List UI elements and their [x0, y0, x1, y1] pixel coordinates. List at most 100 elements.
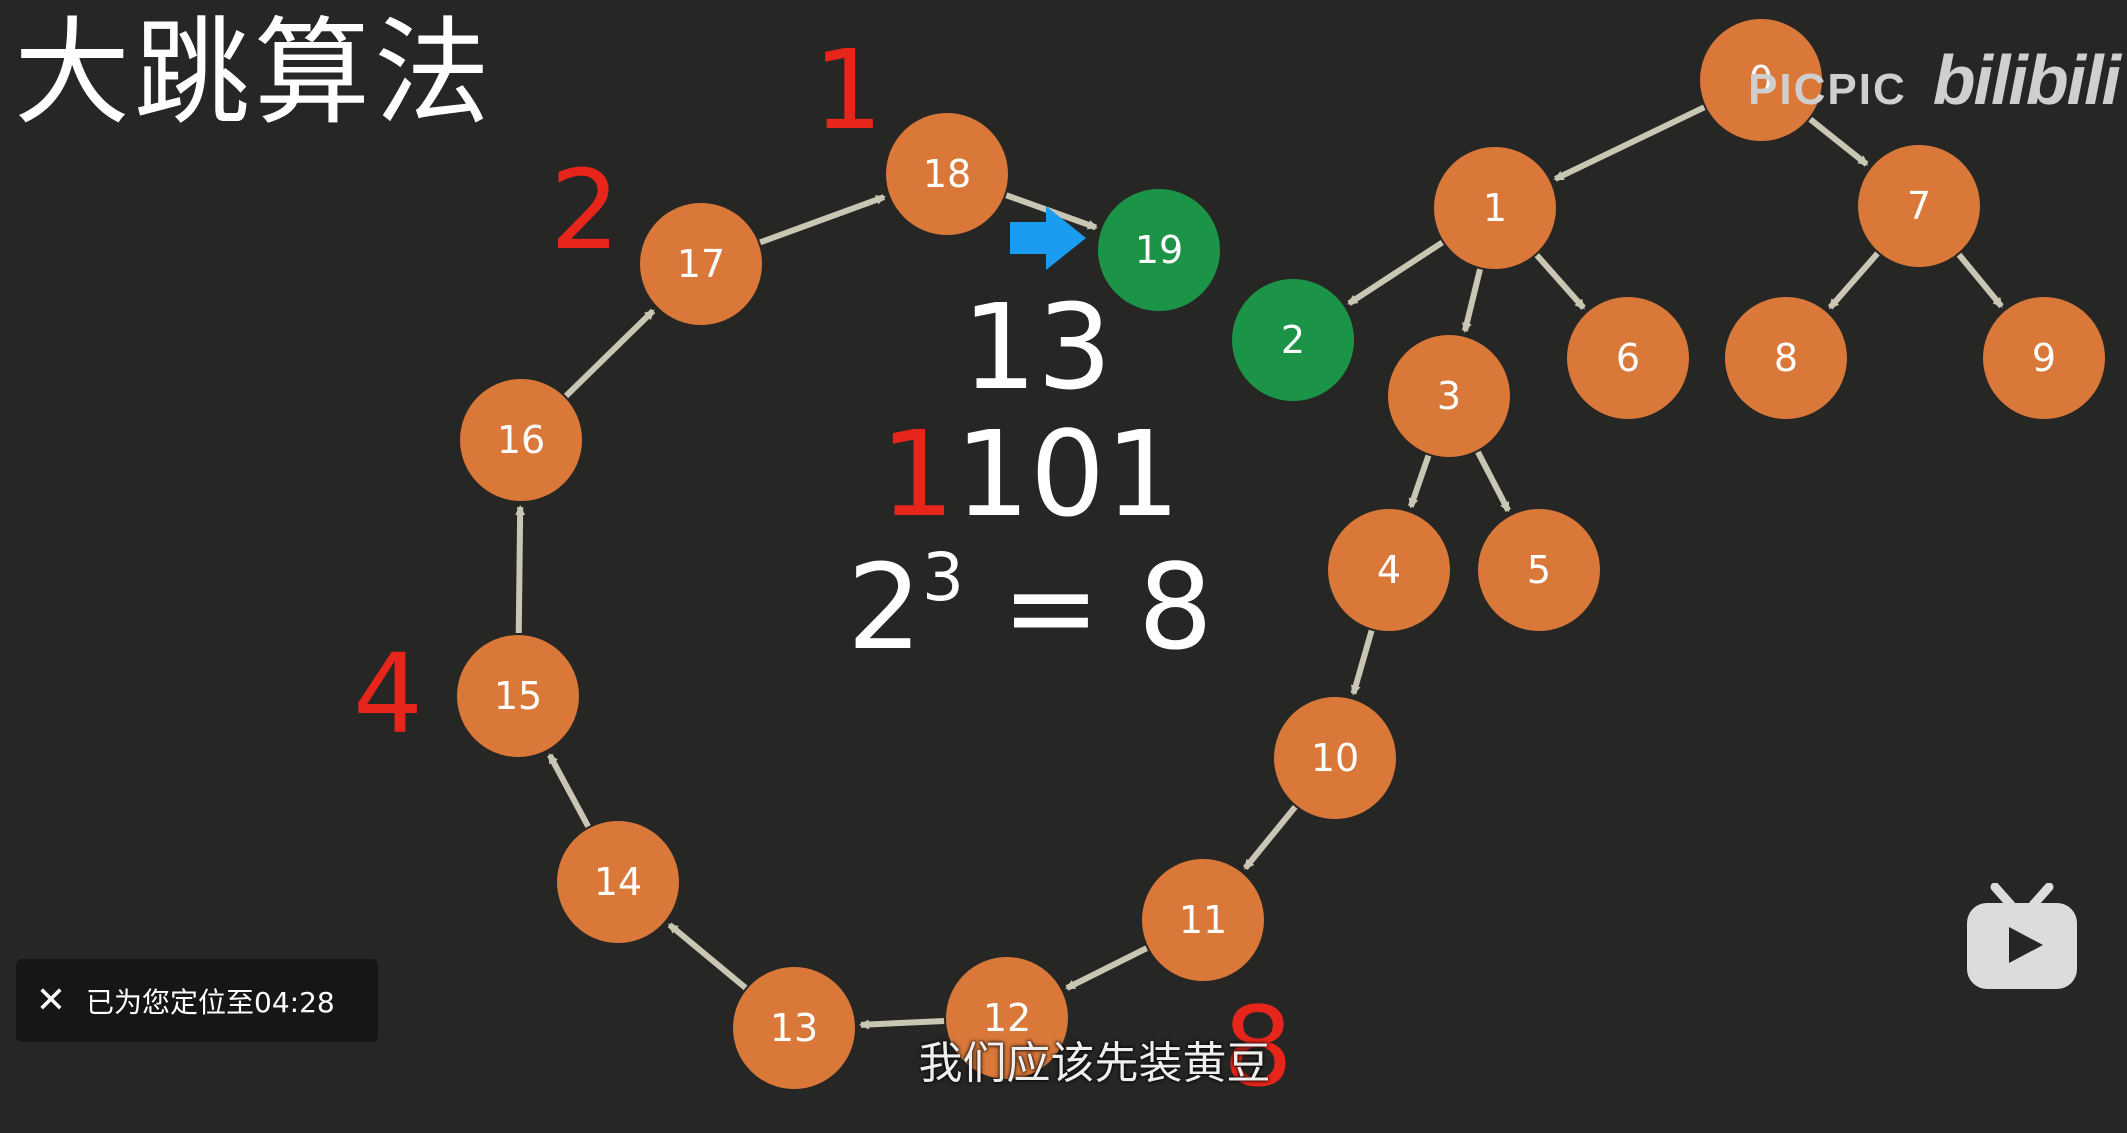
node-circle: [460, 379, 582, 501]
node-label: 19: [1135, 228, 1183, 272]
node-14: 14: [557, 821, 679, 943]
node-label: 10: [1311, 736, 1359, 780]
highlight-arrow-icon: [1010, 206, 1086, 270]
edge-arrow-14-15: [547, 753, 591, 828]
edge-arrow-7-9: [1956, 252, 2004, 309]
node-label: 7: [1907, 184, 1931, 228]
node-13: 13: [733, 967, 855, 1089]
node-11: 11: [1142, 859, 1264, 981]
edge-arrow-10-11: [1242, 804, 1298, 870]
node-6: 6: [1567, 297, 1689, 419]
seek-toast: ✕ 已为您定位至04:28: [16, 959, 378, 1042]
node-16: 16: [460, 379, 582, 501]
power-exponent: 3: [922, 539, 964, 616]
node-18: 18: [886, 113, 1008, 235]
node-label: 16: [497, 418, 545, 462]
page-title: 大跳算法: [14, 6, 494, 141]
node-circle: [1858, 145, 1980, 267]
edge-arrow-3-5: [1475, 450, 1511, 513]
node-circle: [1478, 509, 1600, 631]
edge-arrow-7-8: [1827, 251, 1880, 310]
node-label: 14: [594, 860, 642, 904]
edge-arrow-1-2: [1347, 239, 1444, 306]
node-circle: [1700, 19, 1822, 141]
node-circle: [1098, 189, 1220, 311]
node-label: 9: [2032, 336, 2056, 380]
node-label: 2: [1281, 318, 1305, 362]
node-circle: [1388, 335, 1510, 457]
node-circle: [557, 821, 679, 943]
node-4: 4: [1328, 509, 1450, 631]
node-circle: [1567, 297, 1689, 419]
node-label: 13: [770, 1006, 818, 1050]
node-circle: [946, 957, 1068, 1079]
node-label: 17: [677, 242, 725, 286]
watermark-text: PICPIC: [1748, 65, 1907, 114]
jump-label-4: 4: [353, 630, 423, 758]
node-10: 10: [1274, 697, 1396, 819]
node-circle: [1434, 147, 1556, 269]
node-7: 7: [1858, 145, 1980, 267]
node-0: 0: [1700, 19, 1822, 141]
jump-label-2: 2: [550, 146, 620, 274]
node-circle: [1142, 859, 1264, 981]
node-circle: [886, 113, 1008, 235]
edge-arrow-4-10: [1350, 629, 1375, 696]
node-circle: [1983, 297, 2105, 419]
node-label: 8: [1774, 336, 1798, 380]
node-8: 8: [1725, 297, 1847, 419]
node-label: 18: [923, 152, 971, 196]
node-label: 0: [1749, 58, 1773, 102]
node-label: 1: [1483, 186, 1507, 230]
node-label: 12: [983, 996, 1031, 1040]
watermark: PICPIC bilibili: [1748, 40, 2121, 120]
node-label: 6: [1616, 336, 1640, 380]
jump-label-1: 1: [813, 26, 883, 154]
node-12: 12: [946, 957, 1068, 1079]
binary-rest-digits: 101: [955, 405, 1180, 543]
node-5: 5: [1478, 509, 1600, 631]
node-label: 11: [1179, 898, 1227, 942]
edge-arrow-13-14: [667, 922, 748, 991]
node-2: 2: [1232, 279, 1354, 401]
center-number: 13: [962, 278, 1112, 416]
edge-arrow-0-1: [1553, 104, 1706, 182]
node-circle: [1232, 279, 1354, 401]
edge-arrow-17-18: [759, 194, 886, 246]
node-circle: [733, 967, 855, 1089]
binary-highlight-digit: 1: [880, 405, 955, 543]
edge-arrow-1-3: [1461, 268, 1483, 333]
power-result: = 8: [964, 538, 1213, 676]
node-15: 15: [457, 635, 579, 757]
edge-arrow-11-12: [1065, 945, 1148, 991]
edge-arrow-15-16: [515, 504, 526, 634]
edge-arrow-0-7: [1808, 116, 1869, 167]
node-label: 4: [1377, 548, 1401, 592]
edge-arrow-12-13: [858, 1017, 945, 1030]
edge-arrow-16-17: [563, 308, 656, 399]
node-19: 19: [1098, 189, 1220, 311]
bilibili-logo: bilibili: [1932, 41, 2121, 119]
node-17: 17: [640, 203, 762, 325]
node-label: 5: [1527, 548, 1551, 592]
node-label: 3: [1437, 374, 1461, 418]
node-circle: [1274, 697, 1396, 819]
tv-play-icon[interactable]: [1965, 883, 2079, 991]
edge-arrow-1-6: [1534, 253, 1586, 310]
center-power: 23 = 8: [847, 538, 1213, 676]
toast-text: 已为您定位至04:28: [86, 985, 335, 1019]
subtitle: 我们应该先装黄豆: [918, 1038, 1271, 1089]
edge-arrow-3-4: [1408, 454, 1432, 509]
node-label: 15: [494, 674, 542, 718]
close-icon[interactable]: ✕: [35, 980, 67, 1021]
power-base: 2: [847, 538, 922, 676]
node-3: 3: [1388, 335, 1510, 457]
node-circle: [640, 203, 762, 325]
node-9: 9: [1983, 297, 2105, 419]
node-circle: [1725, 297, 1847, 419]
node-circle: [457, 635, 579, 757]
node-1: 1: [1434, 147, 1556, 269]
jump-label-8: 8: [1223, 983, 1293, 1111]
node-circle: [1328, 509, 1450, 631]
